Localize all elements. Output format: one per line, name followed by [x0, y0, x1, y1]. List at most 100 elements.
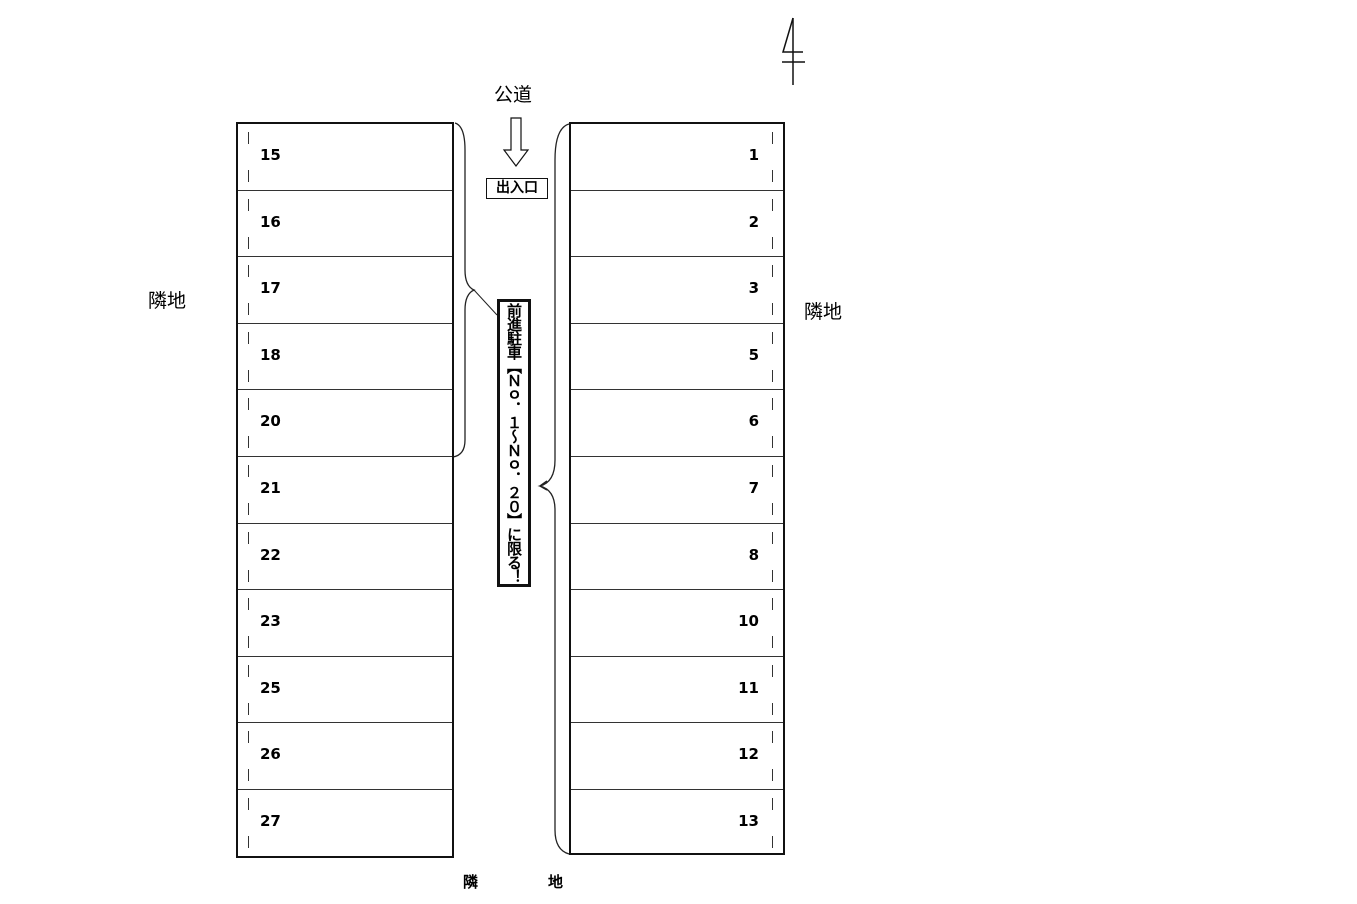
space-marker: [248, 797, 249, 810]
parking-space-1: 1: [571, 124, 783, 191]
space-marker: [772, 569, 773, 582]
parking-space-23: 23: [238, 590, 452, 657]
parking-space-7: 7: [571, 457, 783, 524]
space-marker: [248, 265, 249, 278]
space-number: 12: [738, 745, 759, 764]
space-number: 22: [260, 545, 281, 564]
parking-space-21: 21: [238, 457, 452, 524]
space-marker: [248, 598, 249, 611]
space-marker: [248, 769, 249, 782]
parking-space-11: 11: [571, 657, 783, 724]
space-marker: [248, 236, 249, 249]
neighbor-left-label: 隣地: [148, 290, 187, 312]
entrance-arrow-icon: [502, 117, 530, 167]
space-marker: [772, 265, 773, 278]
space-marker: [772, 731, 773, 744]
space-marker: [248, 398, 249, 411]
parking-space-22: 22: [238, 524, 452, 591]
parking-space-20: 20: [238, 390, 452, 457]
space-number: 6: [748, 412, 759, 431]
space-marker: [772, 664, 773, 677]
space-number: 10: [738, 612, 759, 631]
space-marker: [248, 170, 249, 182]
space-number: 25: [260, 678, 281, 697]
space-number: 13: [738, 811, 759, 830]
space-number: 5: [748, 345, 759, 364]
space-marker: [772, 464, 773, 477]
space-marker: [772, 132, 773, 144]
space-marker: [772, 502, 773, 515]
parking-space-5: 5: [571, 324, 783, 391]
space-number: 15: [260, 146, 281, 164]
space-number: 11: [738, 678, 759, 697]
space-number: 18: [260, 345, 281, 364]
space-marker: [772, 598, 773, 611]
space-number: 8: [748, 545, 759, 564]
space-marker: [248, 436, 249, 449]
space-marker: [772, 531, 773, 544]
parking-space-25: 25: [238, 657, 452, 724]
neighbor-right-label: 隣地: [804, 301, 843, 323]
space-marker: [248, 369, 249, 382]
space-marker: [248, 835, 249, 848]
north-arrow-icon: [781, 17, 805, 85]
space-marker: [772, 331, 773, 344]
space-number: 21: [260, 478, 281, 497]
space-marker: [772, 636, 773, 649]
space-number: 20: [260, 412, 281, 431]
neighbor-bottom-label-2: 地: [548, 873, 564, 891]
space-marker: [248, 702, 249, 715]
sign-pointer-left: [473, 289, 498, 316]
entrance-label: 出入口: [486, 178, 548, 199]
parking-space-10: 10: [571, 590, 783, 657]
space-marker: [772, 398, 773, 411]
parking-space-18: 18: [238, 324, 452, 391]
space-marker: [248, 331, 249, 344]
space-marker: [772, 797, 773, 810]
space-marker: [248, 464, 249, 477]
neighbor-bottom-label-1: 隣: [463, 873, 479, 891]
parking-space-17: 17: [238, 257, 452, 324]
space-marker: [248, 664, 249, 677]
space-marker: [248, 502, 249, 515]
space-number: 7: [748, 478, 759, 497]
space-marker: [772, 835, 773, 848]
space-marker: [248, 531, 249, 544]
space-marker: [772, 436, 773, 449]
space-marker: [772, 198, 773, 211]
space-number: 1: [748, 146, 759, 164]
space-marker: [248, 132, 249, 144]
space-marker: [248, 636, 249, 649]
space-marker: [772, 369, 773, 382]
space-marker: [248, 731, 249, 744]
space-marker: [772, 702, 773, 715]
space-marker: [248, 198, 249, 211]
space-marker: [772, 769, 773, 782]
public-road-label: 公道: [494, 84, 533, 106]
space-marker: [248, 569, 249, 582]
sign-pointer-right-arrow-icon: [539, 480, 548, 491]
space-number: 26: [260, 745, 281, 764]
parking-space-2: 2: [571, 191, 783, 258]
parking-space-12: 12: [571, 723, 783, 790]
space-marker: [772, 236, 773, 249]
space-marker: [248, 303, 249, 316]
space-number: 23: [260, 612, 281, 631]
parking-space-3: 3: [571, 257, 783, 324]
forward-parking-sign: 前進駐車【Ｎｏ．１～Ｎｏ．２０】に限る！: [497, 299, 531, 587]
space-number: 2: [748, 212, 759, 231]
space-number: 27: [260, 811, 281, 830]
parking-space-16: 16: [238, 191, 452, 258]
parking-space-8: 8: [571, 524, 783, 591]
parking-space-6: 6: [571, 390, 783, 457]
space-number: 16: [260, 212, 281, 231]
parking-space-27: 27: [238, 790, 452, 857]
space-marker: [772, 170, 773, 182]
left-brace: [452, 122, 476, 458]
parking-space-26: 26: [238, 723, 452, 790]
space-number: 3: [748, 279, 759, 298]
left-parking-row: 15 16 17 18 20 21 22 23 25 26 27: [236, 122, 454, 858]
